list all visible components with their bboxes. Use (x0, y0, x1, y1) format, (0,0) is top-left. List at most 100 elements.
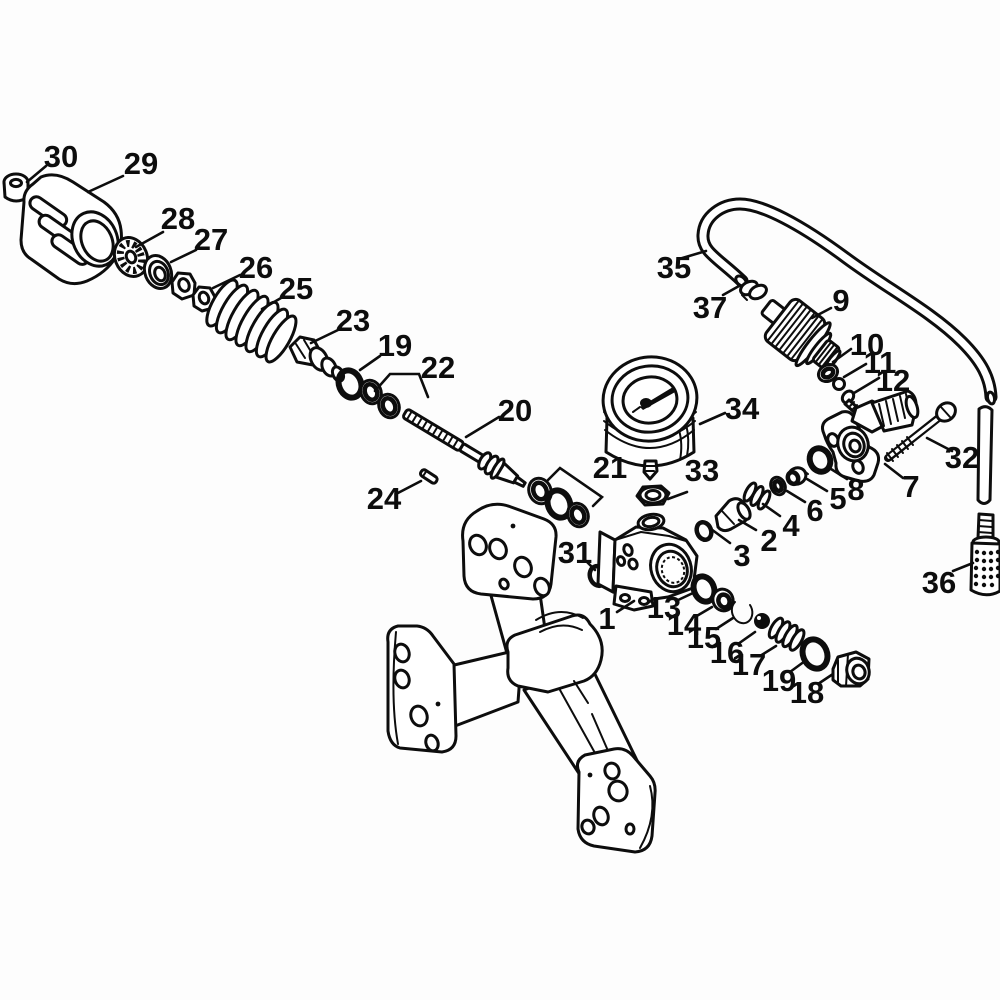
part-label-12: 12 (876, 363, 910, 398)
part-label-30: 30 (44, 139, 78, 174)
bypass-knob (760, 297, 842, 370)
leader-line-36 (951, 561, 975, 573)
part-label-10: 10 (850, 327, 884, 362)
part-label-36: 36 (922, 565, 956, 600)
hex-nuts-26 (170, 271, 217, 313)
part-label-4: 4 (782, 508, 800, 543)
leader-line-20 (464, 415, 501, 439)
part-label-23: 23 (336, 303, 370, 338)
leader-line-30 (25, 164, 48, 184)
part-label-32: 32 (945, 440, 979, 475)
strainer (969, 512, 1000, 597)
leader-line-23 (309, 328, 340, 345)
leader-line-16 (736, 630, 757, 646)
o-ring-19-right (799, 636, 831, 672)
part-label-15: 15 (687, 620, 721, 655)
part-label-17: 17 (732, 647, 766, 682)
o-ring-13 (690, 573, 718, 605)
part-label-6: 6 (806, 493, 823, 528)
washer-10 (816, 362, 840, 384)
part-label-14: 14 (667, 607, 702, 642)
spring-4 (742, 481, 772, 511)
part-label-31: 31 (558, 535, 592, 570)
leader-line-18 (816, 672, 835, 686)
ball-11 (832, 377, 846, 391)
piston-rod (402, 408, 527, 488)
leader-line-1 (615, 599, 636, 614)
leader-line-5 (805, 477, 829, 493)
part-label-13: 13 (647, 590, 681, 625)
cup-washer (142, 254, 174, 290)
leader-line-19b (788, 659, 807, 674)
leader-line-25 (260, 296, 283, 311)
toothed-washer (112, 236, 150, 278)
part-label-34: 34 (725, 391, 760, 426)
bypass-housing (821, 389, 920, 483)
leader-line-9 (810, 306, 833, 320)
cap-nut-30 (2, 172, 30, 203)
leader-line-27 (169, 248, 198, 264)
leader-line-31 (583, 558, 597, 572)
roll-pin (419, 468, 439, 485)
part-label-26: 26 (239, 250, 273, 285)
strainer-mesh (973, 549, 1000, 588)
part-label-19a: 19 (378, 328, 412, 363)
leader-line-33 (666, 490, 689, 501)
leader-line-14 (693, 605, 714, 619)
part-label-1: 1 (598, 601, 615, 636)
part-label-9: 9 (832, 283, 849, 318)
part-label-33: 33 (685, 453, 719, 488)
part-label-3: 3 (733, 538, 750, 573)
part-label-20: 20 (498, 393, 532, 428)
part-label-29: 29 (124, 146, 158, 181)
hose-clamp (739, 279, 768, 301)
leader-line-21 (546, 466, 605, 508)
part-label-28: 28 (161, 201, 195, 236)
suction-tube (976, 405, 994, 505)
part-label-19b: 19 (762, 663, 796, 698)
leader-line-37 (721, 284, 741, 297)
washer-6 (769, 475, 787, 497)
leader-line-35 (677, 249, 708, 261)
leader-line-15 (714, 616, 735, 631)
valve-bolt-23 (288, 335, 346, 383)
leader-line-12 (852, 376, 881, 395)
leader-line-13 (674, 591, 695, 603)
gauge-nut (635, 484, 671, 507)
part-label-21: 21 (593, 450, 627, 485)
part-label-7: 7 (902, 469, 919, 504)
part-label-18: 18 (790, 675, 824, 710)
part-label-22: 22 (421, 350, 455, 385)
snap-ring-15 (730, 601, 754, 625)
leader-line-22 (373, 372, 430, 399)
part-label-35: 35 (657, 250, 691, 285)
seal-set-21 (527, 476, 590, 529)
part-label-2: 2 (760, 523, 777, 558)
part-label-8: 8 (847, 472, 864, 507)
leader-line-4 (761, 502, 782, 518)
leader-line-32 (925, 436, 954, 453)
o-ring-8 (806, 445, 834, 475)
o-ring-19-left (335, 367, 365, 401)
pump-housing-casting (386, 502, 657, 854)
flange-bolt-32 (884, 401, 957, 462)
leader-line-17 (758, 644, 778, 658)
valve-body (596, 512, 699, 612)
leader-line-11 (842, 362, 868, 379)
seat-fitting-14 (711, 587, 735, 613)
part-label-5: 5 (829, 481, 846, 516)
o-ring-3 (694, 520, 714, 542)
leader-line-3 (709, 527, 732, 545)
part-label-27: 27 (194, 222, 228, 257)
part-label-24: 24 (367, 481, 402, 516)
leader-line-26 (211, 273, 242, 290)
leader-line-10 (831, 347, 853, 364)
spring-17 (767, 616, 806, 652)
part-label-11: 11 (864, 345, 897, 380)
pressure-gauge (601, 355, 699, 481)
leader-line-34 (698, 411, 727, 426)
valve-seat-5 (785, 466, 809, 487)
part-label-16: 16 (710, 635, 744, 670)
